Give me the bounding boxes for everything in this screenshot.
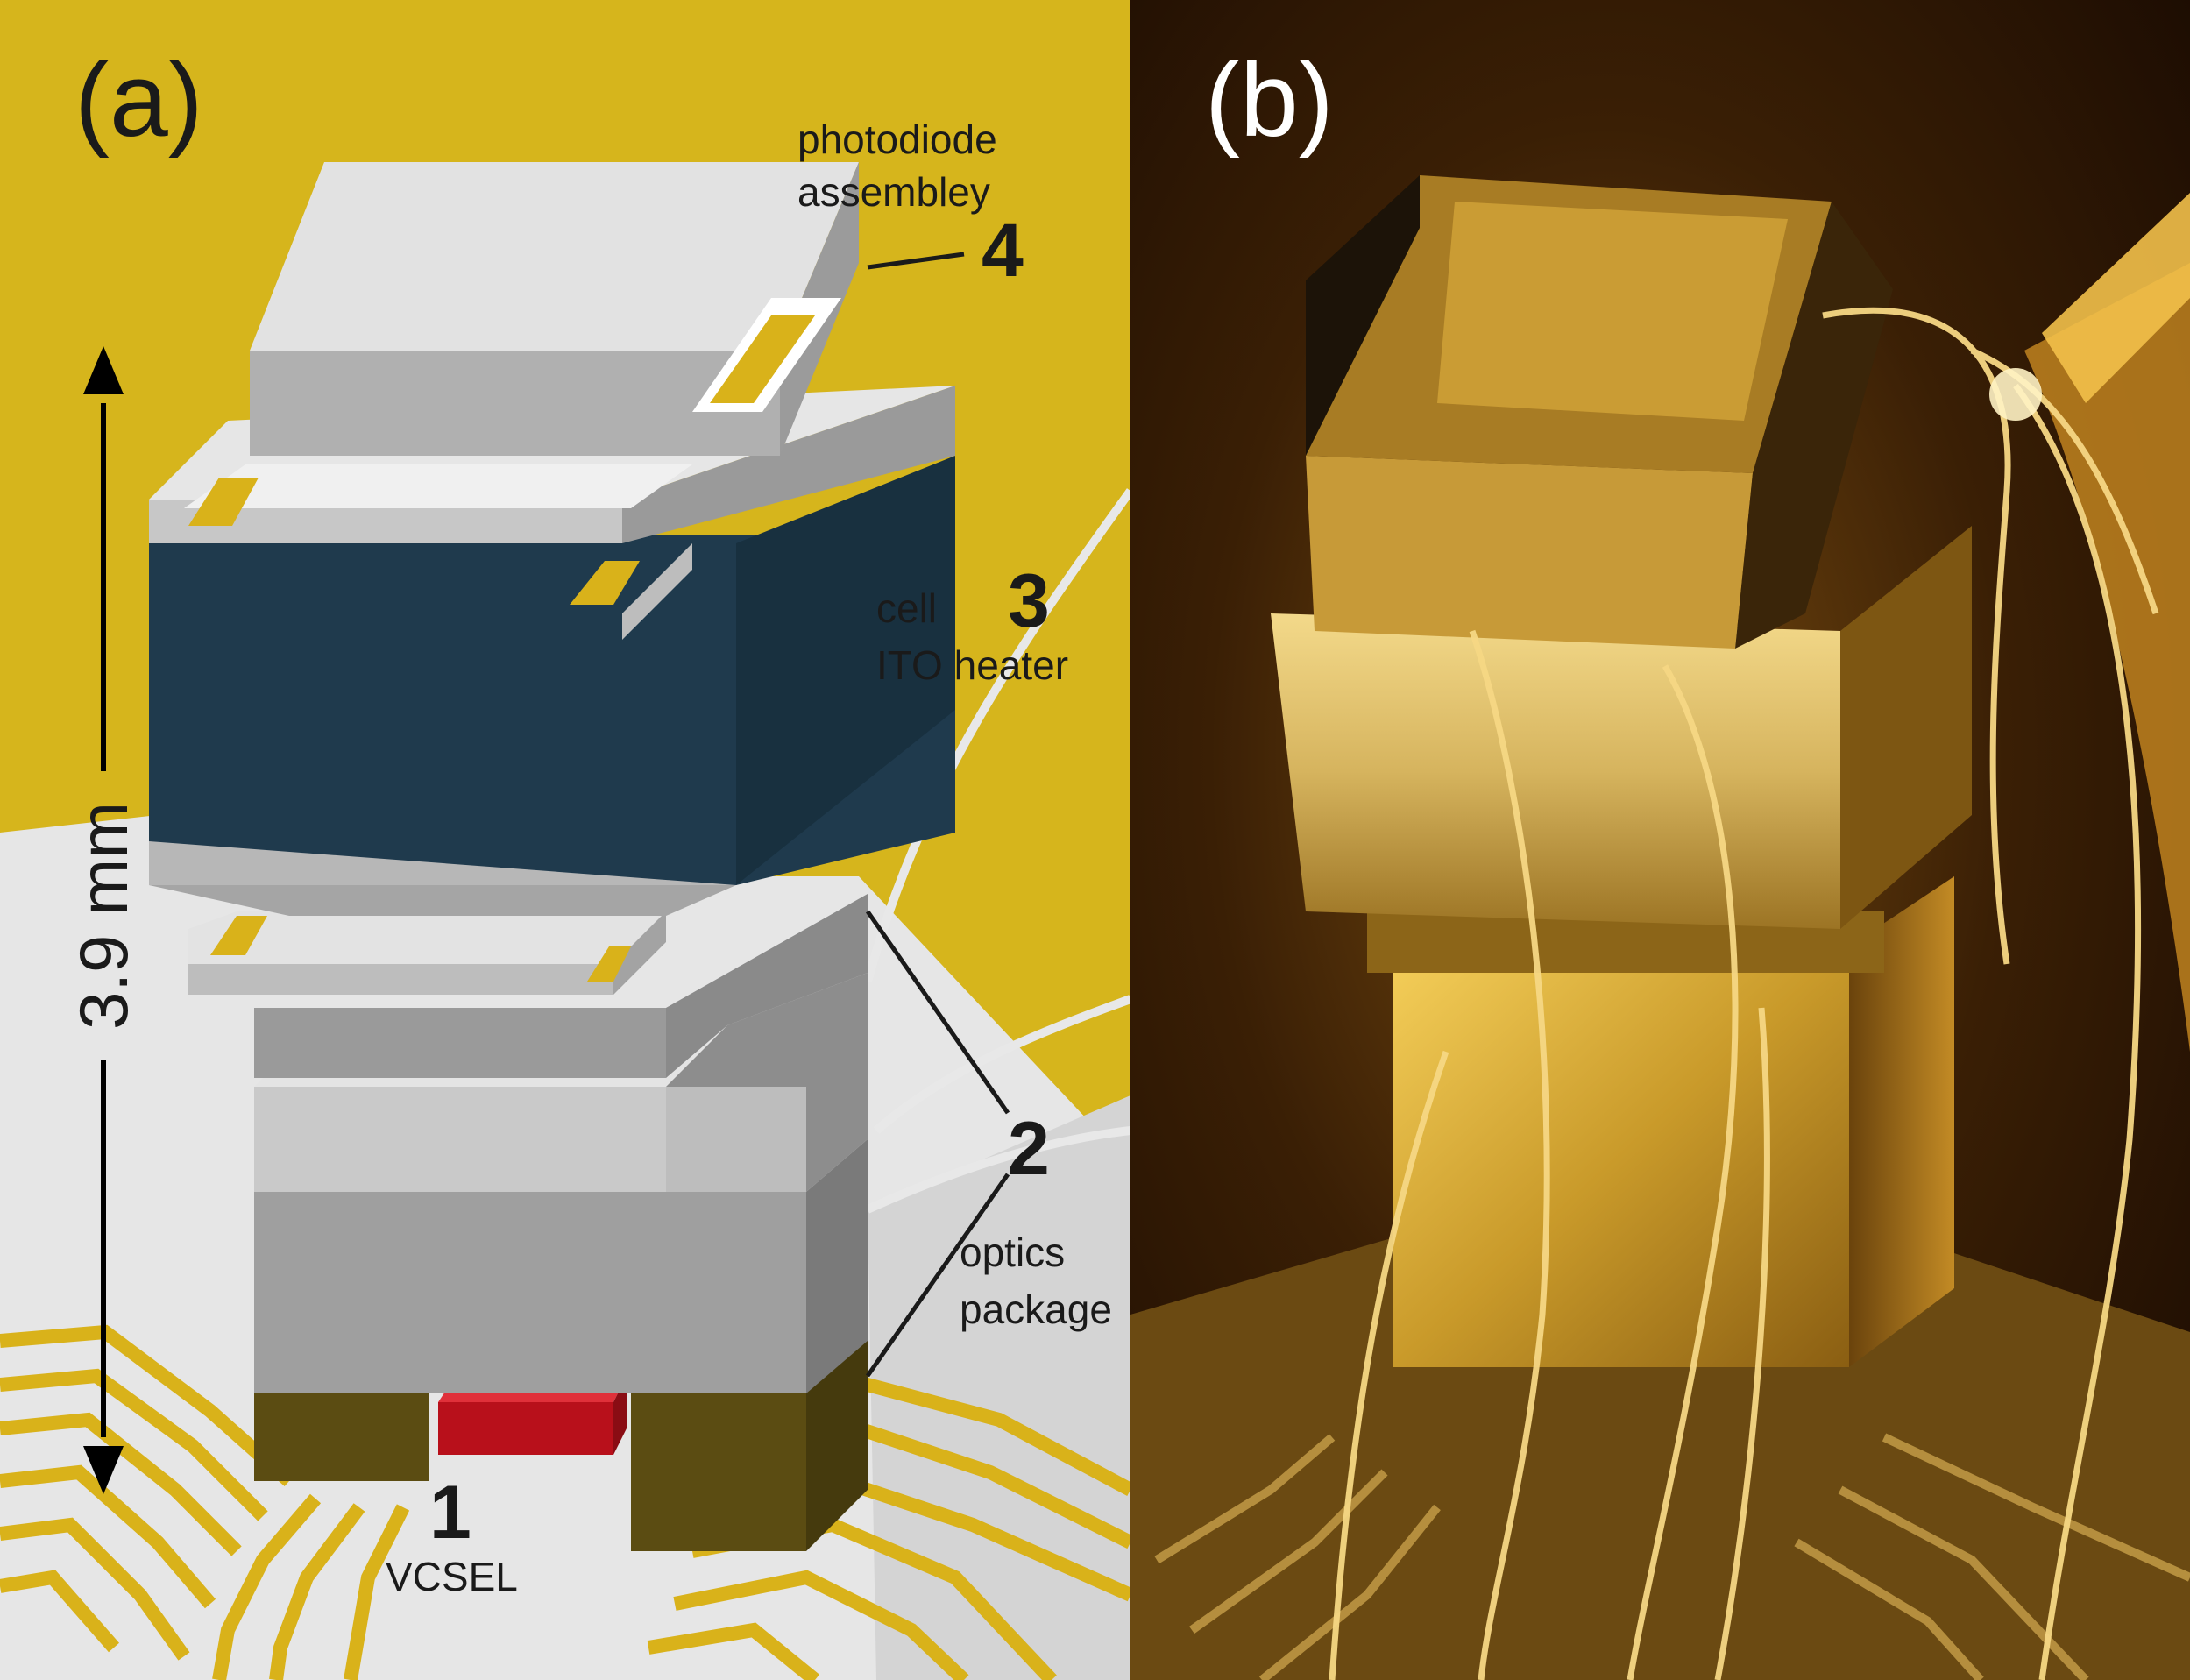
bond-wires-diagram <box>863 488 1135 1214</box>
optics-middle-front2 <box>666 1087 806 1192</box>
dimension-label: 3.9 mm <box>65 802 142 1030</box>
photo-board-traces <box>1154 1433 2190 1680</box>
label-3-number: 3 <box>1008 559 1050 643</box>
gold-traces-left <box>0 1324 410 1680</box>
panel-b: (b) <box>1130 0 2190 1680</box>
cell-top-plate-side <box>622 386 955 543</box>
leader-4 <box>867 252 965 270</box>
optics-lower-front <box>254 1192 806 1393</box>
label-photodiode-line1: photodiode <box>797 117 997 162</box>
lower-heater-plate <box>188 911 666 995</box>
label-vcsel: VCSEL <box>386 1554 518 1599</box>
dimension-arrow <box>83 346 124 1494</box>
cell-top-surface-light <box>184 464 692 508</box>
panel-a-letter: (a) <box>74 41 203 159</box>
label-cell-line2: ITO heater <box>876 642 1068 688</box>
panel-a: 3.9 mm (a) photodiode assembley 4 cell I… <box>0 0 1135 1680</box>
label-cell-line1: cell <box>876 585 937 631</box>
photo-cell-side <box>1840 526 1972 929</box>
photo-glow-spot <box>1989 368 2042 421</box>
board-right-wedge <box>868 1095 1130 1680</box>
label-4-number: 4 <box>982 209 1024 293</box>
cell-bottom-plate-curve <box>149 885 736 916</box>
optics-upper-side <box>666 894 868 1078</box>
photo-top-cube-highlight <box>1437 202 1788 421</box>
photodiode-assembly <box>250 162 859 456</box>
photo-bond-wires <box>1329 307 2159 1680</box>
optics-middle-front <box>254 1087 666 1192</box>
panel-b-letter: (b) <box>1205 41 1334 159</box>
label-1-number: 1 <box>429 1471 471 1555</box>
label-optics-line1: optics <box>960 1230 1065 1275</box>
photo-gold-flare-right <box>2024 263 2190 1052</box>
photo-optics-block <box>1393 946 1849 1367</box>
cell-top-edge <box>622 543 692 640</box>
leader-2-lower <box>865 1173 1010 1378</box>
leader-2-upper <box>865 910 1010 1115</box>
cell-body-side <box>736 456 955 885</box>
optics-lower-side <box>806 1139 868 1393</box>
heater-trace-top-left <box>188 478 259 526</box>
heater-trace-top-right <box>570 561 640 605</box>
label-2-number: 2 <box>1008 1107 1050 1191</box>
leader-lines <box>865 252 1010 1378</box>
label-photodiode-line2: assembley <box>797 169 990 215</box>
optics-upper-front <box>254 1008 666 1078</box>
photo-top-cube-left <box>1306 175 1420 456</box>
label-optics-line2: package <box>960 1287 1112 1332</box>
photo-top-cube-front <box>1306 456 1753 649</box>
photo-cell-front <box>1271 613 1840 929</box>
cell-top-plate-front <box>149 500 622 543</box>
photo-optics-side <box>1849 876 1954 1367</box>
photo-gold-flare-top <box>2042 193 2190 403</box>
photo-mid-plate <box>1367 911 1884 973</box>
